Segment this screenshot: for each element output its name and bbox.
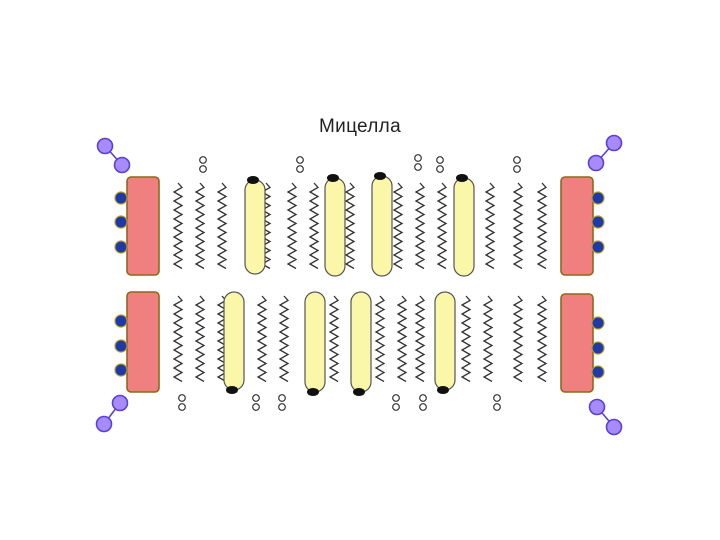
lipid-head-bottom-circle-b — [494, 404, 501, 411]
anchor-right-bottom — [592, 366, 604, 378]
lipid-head-bottom-circle-b — [420, 404, 427, 411]
lipid-tail-bottom — [280, 296, 288, 382]
lipid-tail-top — [416, 183, 424, 269]
lipid-tail-top — [346, 183, 354, 269]
lipid-head-bottom-circle-a — [494, 395, 501, 402]
sterol-bottom-cap — [437, 386, 449, 394]
lipid-tail-bottom — [376, 296, 384, 382]
lipid-head-top-circle-a — [200, 157, 207, 164]
lipid-tail-top — [310, 183, 318, 269]
sterol-top — [245, 180, 265, 274]
sterol-top-cap — [456, 174, 468, 182]
sterol-bottom — [351, 292, 371, 392]
lipid-tail-top — [538, 183, 546, 269]
lipid-tail-top — [174, 183, 182, 269]
sterol-top — [325, 178, 345, 276]
lipid-head-bottom-circle-a — [393, 395, 400, 402]
sterol-top-cap — [327, 174, 339, 182]
anchor-left-bottom — [115, 364, 127, 376]
anchor-right-top — [592, 192, 604, 204]
lipid-tail-bottom — [330, 296, 338, 382]
lipid-tail-bottom — [462, 296, 470, 382]
lipid-tail-bottom — [484, 296, 492, 382]
lipid-tail-bottom — [514, 296, 522, 382]
lipid-head-top-circle-b — [200, 166, 207, 173]
anchor-left-bottom — [115, 340, 127, 352]
sugar-chain-left-top-unit-b — [115, 158, 130, 173]
protein-left-top — [127, 177, 159, 275]
lipid-tail-bottom — [538, 296, 546, 382]
lipid-tail-top — [196, 183, 204, 269]
lipid-tail-top — [514, 183, 522, 269]
sterol-top — [454, 178, 474, 276]
lipid-head-top-circle-b — [514, 166, 521, 173]
sterol-top-cap — [374, 172, 386, 180]
lipid-head-bottom-circle-b — [253, 404, 260, 411]
lipid-head-bottom-circle-b — [279, 404, 286, 411]
sterol-bottom-cap — [353, 388, 365, 396]
protein-left-bottom — [127, 292, 159, 392]
lipid-head-top-circle-a — [297, 157, 304, 164]
lipid-head-top-circle-b — [415, 164, 422, 171]
anchor-right-bottom — [592, 317, 604, 329]
lipid-tail-bottom — [258, 296, 266, 382]
lipid-tail-bottom — [174, 296, 182, 382]
anchor-left-bottom — [115, 315, 127, 327]
sugar-chain-left-top-unit-a — [98, 139, 113, 154]
lipid-tail-top — [438, 183, 446, 269]
sterol-bottom — [224, 292, 244, 390]
anchor-right-top — [592, 241, 604, 253]
lipid-head-bottom-circle-b — [393, 404, 400, 411]
sugar-chain-right-bottom-unit-a — [590, 400, 605, 415]
lipid-head-bottom-circle-a — [253, 395, 260, 402]
protein-right-top — [561, 177, 593, 275]
sterol-bottom-cap — [307, 388, 319, 396]
lipid-head-bottom-circle-b — [179, 404, 186, 411]
anchor-right-top — [592, 216, 604, 228]
lipid-tail-bottom — [398, 296, 406, 382]
sterol-bottom — [435, 292, 455, 390]
anchor-right-bottom — [592, 342, 604, 354]
sugar-chain-right-bottom-unit-b — [607, 420, 622, 435]
sterol-top-cap — [247, 176, 259, 184]
sterol-top — [372, 176, 392, 276]
sugar-chain-left-bottom-unit-b — [97, 417, 112, 432]
lipid-head-top-circle-a — [437, 157, 444, 164]
lipid-tail-bottom — [416, 296, 424, 382]
lipid-tail-top — [394, 183, 402, 269]
lipid-head-top-circle-b — [437, 166, 444, 173]
lipid-tail-bottom — [196, 296, 204, 382]
lipid-head-top-circle-b — [297, 166, 304, 173]
lipid-head-bottom-circle-a — [179, 395, 186, 402]
sugar-chain-right-top-unit-a — [607, 136, 622, 151]
lipid-head-top-circle-a — [415, 155, 422, 162]
sterol-bottom-cap — [226, 386, 238, 394]
anchor-left-top — [115, 192, 127, 204]
protein-right-bottom — [561, 294, 593, 392]
lipid-tail-top — [486, 183, 494, 269]
lipid-head-top-circle-a — [514, 157, 521, 164]
lipid-head-bottom-circle-a — [279, 395, 286, 402]
sterol-bottom — [305, 292, 325, 392]
lipid-tail-top — [288, 183, 296, 269]
sugar-chain-left-bottom-unit-a — [113, 396, 128, 411]
lipid-tail-top — [218, 183, 226, 269]
sugar-chain-right-top-unit-b — [589, 156, 604, 171]
anchor-left-top — [115, 241, 127, 253]
lipid-head-bottom-circle-a — [420, 395, 427, 402]
anchor-left-top — [115, 216, 127, 228]
